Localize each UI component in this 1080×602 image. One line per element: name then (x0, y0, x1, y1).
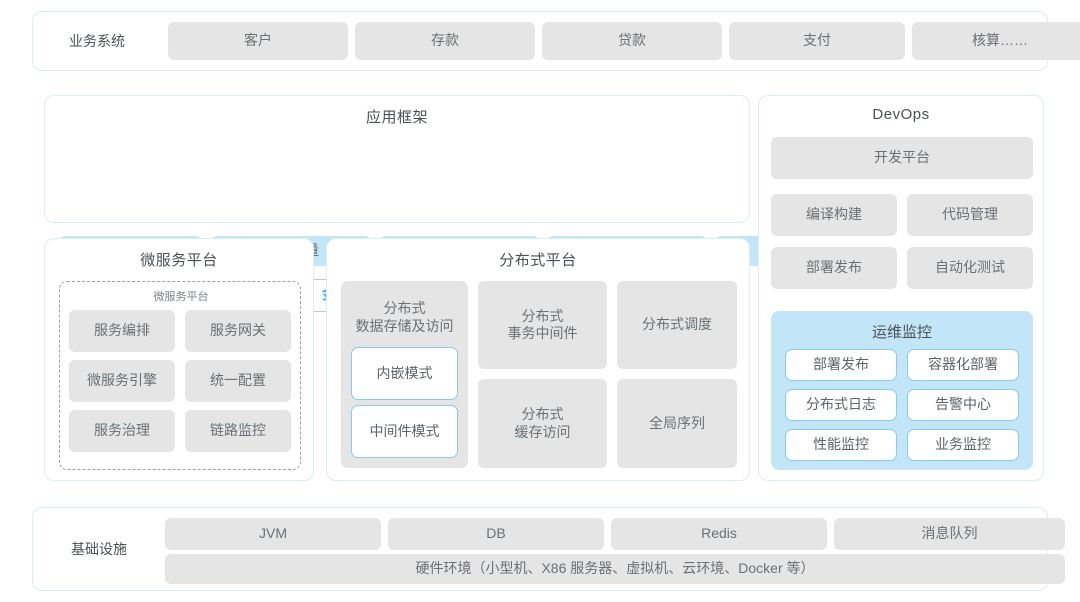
ops-monitor-item[interactable]: 性能监控 (785, 429, 897, 461)
devops-item[interactable]: 自动化测试 (907, 247, 1033, 289)
ops-monitor-item[interactable]: 容器化部署 (907, 349, 1019, 381)
microservice-item[interactable]: 统一配置 (185, 360, 291, 402)
distributed-platform-title: 分布式平台 (499, 252, 577, 269)
business-systems-panel: 业务系统 客户 存款 贷款 支付 核算…… (32, 11, 1080, 71)
ops-monitor-group: 运维监控 部署发布 容器化部署 分布式日志 告警中心 性能监控 业务监控 (771, 311, 1033, 470)
distributed-storage-group: 分布式 数据存储及访问 内嵌模式 中间件模式 (341, 281, 468, 468)
distributed-item[interactable]: 分布式 缓存访问 (478, 379, 607, 468)
distributed-platform-card: 分布式平台 分布式 数据存储及访问 内嵌模式 中间件模式 分布式 事务中间件 分… (326, 238, 750, 481)
microservice-item[interactable]: 服务编排 (69, 310, 175, 352)
application-framework-card: 应用框架 日间联机 日间批量 日终批处理 定时任务 ... 金融行业基础应用框架 (44, 95, 765, 312)
microservice-inner-group: 微服务平台 服务编排 服务网关 微服务引擎 统一配置 服务治理 链路监控 (59, 281, 301, 470)
ops-monitor-item[interactable]: 业务监控 (907, 429, 1019, 461)
devops-card: DevOps 开发平台 编译构建 代码管理 部署发布 自动化测试 运维监控 部署… (758, 95, 1044, 481)
distributed-item[interactable]: 分布式调度 (617, 281, 737, 369)
microservice-sub-label: 微服务平台 (153, 291, 209, 303)
devops-item[interactable]: 部署发布 (771, 247, 897, 289)
microservice-item[interactable]: 服务治理 (69, 410, 175, 452)
distributed-mode-chip[interactable]: 内嵌模式 (351, 347, 458, 400)
microservice-platform-card: 微服务平台 微服务平台 服务编排 服务网关 微服务引擎 统一配置 服务治理 链路… (44, 238, 314, 481)
distributed-item[interactable]: 全局序列 (617, 379, 737, 468)
business-system-item[interactable]: 贷款 (542, 22, 722, 60)
application-framework-title: 应用框架 (365, 109, 428, 126)
distributed-mode-chip[interactable]: 中间件模式 (351, 405, 458, 458)
infrastructure-panel: 基础设施 JVM DB Redis 消息队列 硬件环境（小型机、X86 服务器、… (32, 507, 1065, 591)
ops-monitor-title: 运维监控 (871, 324, 932, 341)
business-system-item[interactable]: 核算…… (912, 22, 1080, 60)
devops-item[interactable]: 代码管理 (907, 194, 1033, 236)
infrastructure-label: 基础设施 (71, 541, 127, 557)
ops-monitor-item[interactable]: 告警中心 (907, 389, 1019, 421)
infrastructure-item[interactable]: JVM (165, 518, 381, 550)
microservice-item[interactable]: 服务网关 (185, 310, 291, 352)
infrastructure-item[interactable]: 消息队列 (834, 518, 1065, 550)
infrastructure-item[interactable]: DB (388, 518, 604, 550)
microservice-item[interactable]: 微服务引擎 (69, 360, 175, 402)
ops-monitor-item[interactable]: 分布式日志 (785, 389, 897, 421)
microservice-platform-title: 微服务平台 (140, 252, 218, 269)
business-system-item[interactable]: 客户 (168, 22, 348, 60)
business-system-item[interactable]: 存款 (355, 22, 535, 60)
microservice-item[interactable]: 链路监控 (185, 410, 291, 452)
ops-monitor-item[interactable]: 部署发布 (785, 349, 897, 381)
distributed-item[interactable]: 分布式 事务中间件 (478, 281, 607, 369)
devops-platform-chip[interactable]: 开发平台 (771, 137, 1033, 179)
business-systems-label: 业务系统 (69, 33, 125, 49)
devops-title: DevOps (872, 106, 930, 123)
hardware-environment-chip[interactable]: 硬件环境（小型机、X86 服务器、虚拟机、云环境、Docker 等） (165, 554, 1065, 584)
distributed-storage-title: 分布式 数据存储及访问 (355, 300, 454, 335)
devops-item[interactable]: 编译构建 (771, 194, 897, 236)
infrastructure-item[interactable]: Redis (611, 518, 827, 550)
business-system-item[interactable]: 支付 (729, 22, 905, 60)
